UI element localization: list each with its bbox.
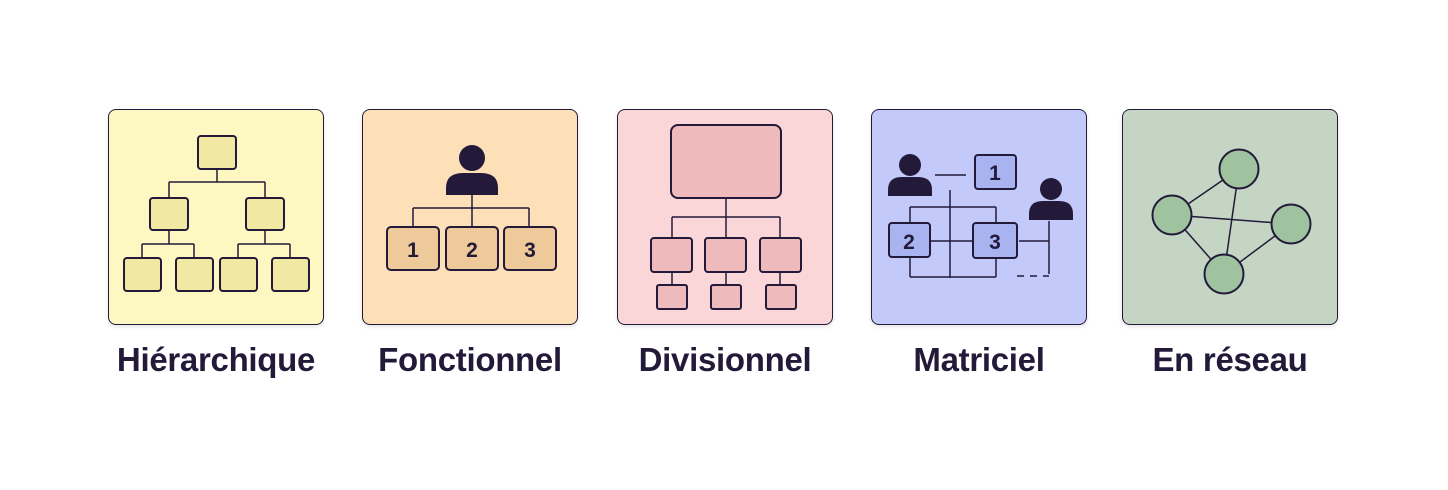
card-hierarchique-tile	[108, 109, 324, 325]
functional-org-icon: 1 2 3	[386, 145, 557, 271]
card-fonctionnel-tile: 1 2 3	[362, 109, 578, 325]
card-en-reseau-tile	[1122, 109, 1338, 325]
box-number: 3	[524, 239, 536, 262]
box-number: 1	[989, 162, 1001, 185]
network-org-icon	[1151, 148, 1312, 295]
card-hierarchique: Hiérarchique	[108, 109, 324, 378]
card-label: Fonctionnel	[378, 341, 562, 378]
hierarchy-tree-icon	[123, 135, 310, 292]
card-fonctionnel: 1 2 3 Fonctionnel	[362, 109, 578, 378]
card-divisionnel-tile	[617, 109, 833, 325]
card-matriciel: 1 2 3 Matriciel	[871, 109, 1087, 378]
divisional-org-icon	[650, 124, 802, 310]
box-number: 2	[903, 231, 915, 254]
card-label: Hiérarchique	[116, 341, 316, 378]
card-matriciel-tile: 1 2 3	[871, 109, 1087, 325]
card-divisionnel: Divisionnel	[617, 109, 833, 378]
person-icon	[446, 145, 498, 195]
card-label: Matriciel	[913, 341, 1045, 378]
matrix-org-icon: 1 2 3	[888, 154, 1073, 278]
card-en-reseau: En réseau	[1122, 109, 1338, 378]
card-label: Divisionnel	[638, 341, 812, 378]
box-number: 2	[466, 239, 478, 262]
person-icon	[888, 154, 932, 196]
person-icon	[1029, 178, 1073, 220]
box-number: 3	[989, 231, 1001, 254]
card-label: En réseau	[1152, 341, 1308, 378]
box-number: 1	[407, 239, 419, 262]
